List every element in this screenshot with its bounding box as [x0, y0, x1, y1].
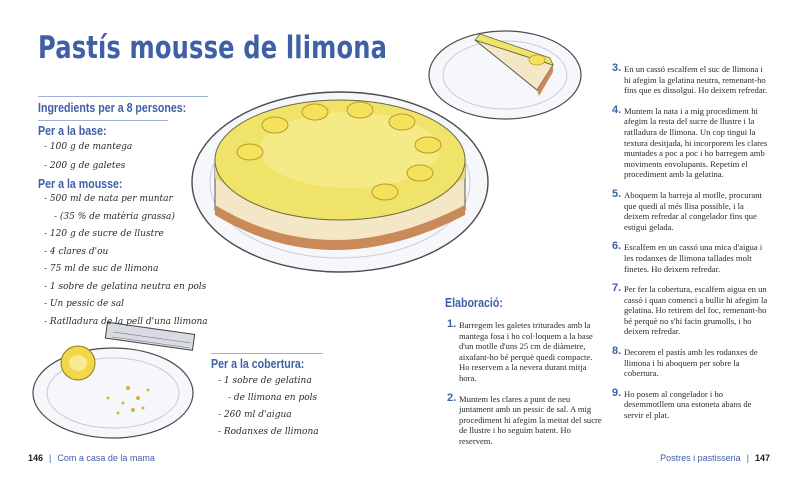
list-item: Ratlladura de la pell d'una llimona: [44, 314, 208, 332]
step-number: 2.: [447, 391, 457, 404]
mousse-list: 500 ml de nata per muntar (35 % de matèr…: [44, 191, 208, 331]
step-text: Aboquem la barreja al motlle, procurant …: [624, 189, 762, 232]
ingredients-rule-top: [38, 96, 208, 97]
step-text: Per fer la cobertura, escalfem aigua en …: [624, 284, 768, 337]
list-item: 260 ml d'aigua: [218, 407, 319, 424]
list-item: 100 g de mantega: [44, 138, 132, 157]
step-text: Decorem el pastís amb les rodanxes de ll…: [624, 347, 758, 379]
step-text: Ho posem al congelador i ho desemmotllem…: [624, 388, 752, 421]
list-item: (35 % de matèria grassa): [44, 209, 208, 227]
base-heading: Per a la base:: [38, 124, 107, 138]
cake-slice-illustration: [428, 30, 582, 120]
lemon-grater-illustration: [32, 321, 196, 439]
step-6: 6. Escalfem en un cassó una mica d'aigua…: [612, 240, 770, 274]
list-item: 75 ml de suc de llimona: [44, 261, 208, 279]
step-7: 7. Per fer la cobertura, escalfem aigua …: [612, 282, 770, 337]
step-1: 1. Barregem les galetes triturades amb l…: [447, 318, 602, 384]
list-item: 200 g de galetes: [44, 157, 132, 176]
step-4: 4. Muntem la nata i a mig procediment hi…: [612, 103, 770, 180]
list-item: Rodanxes de llimona: [218, 424, 319, 441]
footer-left-text: Com a casa de la mama: [57, 453, 155, 463]
page-number-left: 146: [28, 453, 44, 463]
step-number: 9.: [612, 386, 622, 399]
step-text: Muntem la nata i a mig procediment hi af…: [624, 105, 768, 180]
step-3: 3. En un cassó escalfem el suc de llimon…: [612, 62, 770, 96]
ingredients-heading: Ingredients per a 8 persones:: [38, 101, 187, 115]
step-number: 4.: [612, 103, 622, 116]
topping-rule: [211, 353, 323, 354]
list-item: 4 clares d'ou: [44, 244, 208, 262]
step-text: Escalfem en un cassó una mica d'aigua i …: [624, 242, 763, 274]
mousse-heading: Per a la mousse:: [38, 177, 123, 191]
step-number: 3.: [612, 62, 622, 74]
list-item: 500 ml de nata per muntar: [44, 191, 208, 209]
list-item: Un pessic de sal: [44, 296, 208, 314]
ingredients-rule-bottom: [38, 120, 168, 121]
footer-left: 146|Com a casa de la mama: [28, 453, 155, 463]
step-5: 5. Aboquem la barreja al motlle, procura…: [612, 187, 770, 232]
list-item: de llimona en pols: [218, 390, 319, 407]
step-text: Barregem les galetes triturades amb la m…: [459, 320, 593, 383]
step-9: 9. Ho posem al congelador i ho desemmotl…: [612, 386, 770, 421]
step-8: 8. Decorem el pastís amb les rodanxes de…: [612, 345, 770, 379]
step-number: 8.: [612, 345, 622, 358]
footer-right-text: Postres i pastisseria: [660, 453, 741, 463]
step-number: 6.: [612, 240, 622, 253]
step-text: En un cassó escalfem el suc de llimona i…: [624, 64, 768, 96]
steps-column-left: 1. Barregem les galetes triturades amb l…: [447, 318, 602, 457]
step-number: 5.: [612, 187, 622, 200]
step-number: 1.: [447, 318, 457, 330]
list-item: 120 g de sucre de llustre: [44, 226, 208, 244]
list-item: 1 sobre de gelatina neutra en pols: [44, 279, 208, 297]
list-item: 1 sobre de gelatina: [218, 373, 319, 390]
step-number: 7.: [612, 282, 622, 295]
footer-right: Postres i pastisseria|147: [660, 453, 770, 463]
lemon-cake-illustration: [191, 91, 489, 273]
page-number-right: 147: [754, 453, 770, 463]
page-title: Pastís mousse de llimona: [38, 30, 388, 66]
base-list: 100 g de mantega 200 g de galetes: [44, 138, 132, 176]
elaboration-heading: Elaboració:: [445, 296, 503, 310]
step-2: 2. Muntem les clares a punt de neu junta…: [447, 391, 602, 447]
steps-column-right: 3. En un cassó escalfem el suc de llimon…: [612, 62, 770, 431]
topping-heading: Per a la cobertura:: [211, 357, 305, 371]
topping-list: 1 sobre de gelatina de llimona en pols 2…: [218, 373, 319, 441]
step-text: Muntem les clares a punt de neu juntamen…: [459, 393, 602, 446]
